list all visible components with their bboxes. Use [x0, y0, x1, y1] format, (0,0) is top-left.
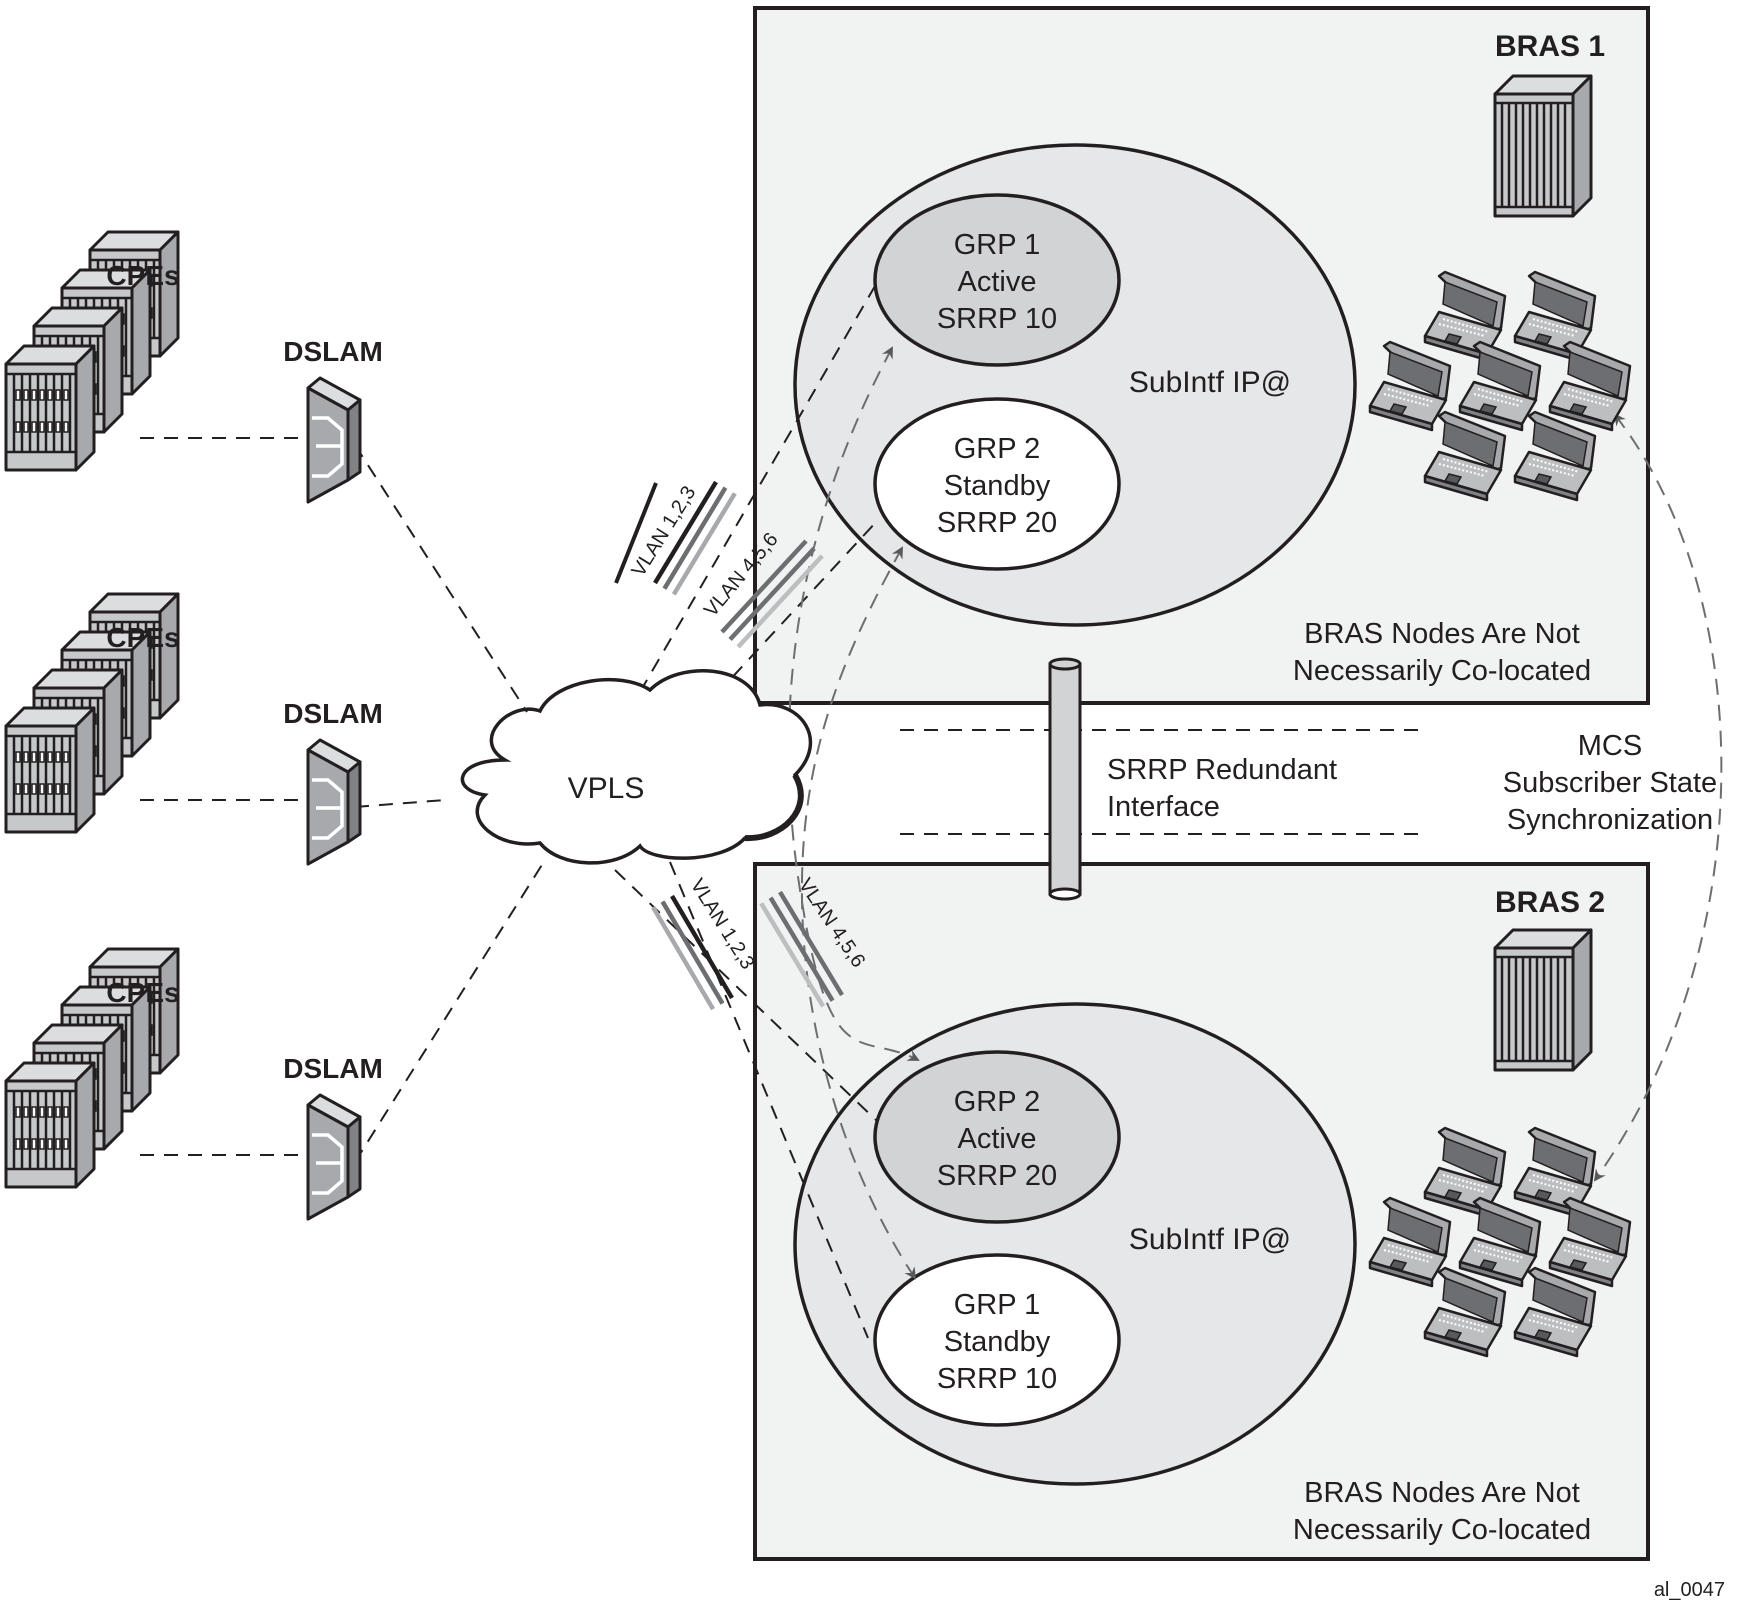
vlan-stripes [651, 480, 844, 1011]
dslam-vpls-link [354, 799, 446, 808]
cpe-label: CPEs [106, 260, 179, 291]
dslam-icon [306, 1093, 362, 1221]
bras-2-group-2-text-2: Standby [944, 1326, 1051, 1358]
cpe-icon [4, 706, 96, 834]
vlan-stripe [670, 894, 734, 1000]
vlan-stripe [728, 546, 816, 641]
bras-1-group-2-text-3: SRRP 20 [937, 507, 1057, 539]
mcs-sync-line-1: MCS [1578, 730, 1642, 762]
dslam-icon [306, 738, 362, 866]
bras-1-group-2-text-2: Standby [944, 470, 1051, 502]
bras-1-subintf-label: SubIntf IP@ [1129, 366, 1291, 399]
bras-2-group-2-text-1: GRP 1 [954, 1289, 1041, 1321]
bras-2-note-line-2: Necessarily Co-located [1293, 1514, 1591, 1546]
vlan-stripe [651, 906, 715, 1011]
vlan-stripe [662, 486, 728, 590]
vlan-stripe [653, 480, 718, 585]
vlan-stripe [759, 902, 826, 1008]
bras-2-group-1-ellipse [873, 1050, 1121, 1224]
vpls-cloud-icon [460, 669, 813, 865]
dslam-label: DSLAM [283, 336, 383, 367]
bras-2-group-1-text-3: SRRP 20 [937, 1160, 1057, 1192]
vlan-stripe [720, 539, 808, 634]
bras-1-group-2-text-1: GRP 2 [954, 433, 1041, 465]
bras-2-group-1-text-1: GRP 2 [954, 1086, 1041, 1118]
bras-1-group-1-ellipse [873, 193, 1121, 367]
vlan-bundle-upper-a [653, 480, 737, 596]
bras-1-group-1-text-3: SRRP 10 [937, 303, 1057, 335]
bras-1-note-line-2: Necessarily Co-located [1293, 655, 1591, 687]
vlan-bundle-lower-a [651, 894, 734, 1011]
bras-1-group-2-ellipse [873, 397, 1121, 571]
mcs-sync-line-3: Synchronization [1507, 804, 1713, 836]
bras-2-note-line-1: BRAS Nodes Are Not [1304, 1477, 1580, 1509]
vlan-stripe [671, 492, 737, 596]
redundant-interface-line-1: SRRP Redundant [1107, 754, 1337, 786]
dslam-icon [306, 376, 362, 504]
bras-1-chassis-icon [1493, 74, 1593, 218]
vlan-bundle-upper-a [614, 482, 658, 584]
vlan-stripe [768, 896, 835, 1002]
vlan-stripe [660, 900, 725, 1005]
dslam-vpls-link [354, 859, 546, 1163]
bras-1-note-line-1: BRAS Nodes Are Not [1304, 618, 1580, 650]
cpe-icon [4, 1061, 96, 1189]
vlan-paths [614, 285, 1723, 1339]
cpe-icon [4, 344, 96, 472]
bras-1-group-1-text-1: GRP 1 [954, 229, 1041, 261]
bras-2-subintf-label: SubIntf IP@ [1129, 1223, 1291, 1256]
cpe-label: CPEs [106, 977, 179, 1008]
dslam-vpls-link [354, 444, 528, 713]
vlan-bundle-lower-b [759, 890, 844, 1008]
vpls-label: VPLS [568, 772, 645, 805]
dslam-label: DSLAM [283, 1053, 383, 1084]
mcs-sync-arc [1593, 413, 1723, 1182]
vlan-bundle-upper-b [720, 539, 824, 649]
dslam-label: DSLAM [283, 698, 383, 729]
bras-2-group-2-text-3: SRRP 10 [937, 1363, 1057, 1395]
bras-2-title: BRAS 2 [1495, 886, 1605, 919]
vlan-stripe [736, 554, 824, 649]
bras-2-group-1-text-2: Active [958, 1123, 1037, 1155]
vlan-stripe [778, 890, 844, 997]
bras-1-title: BRAS 1 [1495, 30, 1605, 63]
figure-id: al_0047 [1654, 1579, 1725, 1601]
bras-2-chassis-icon [1493, 928, 1593, 1072]
cpe-label: CPEs [106, 622, 179, 653]
bras-2-group-2-ellipse [873, 1253, 1121, 1427]
bras-1-group-1-text-2: Active [958, 266, 1037, 298]
redundant-interface-pipe-icon [1048, 657, 1082, 901]
redundant-interface-line-2: Interface [1107, 791, 1220, 823]
mcs-sync-line-2: Subscriber State [1503, 767, 1717, 799]
